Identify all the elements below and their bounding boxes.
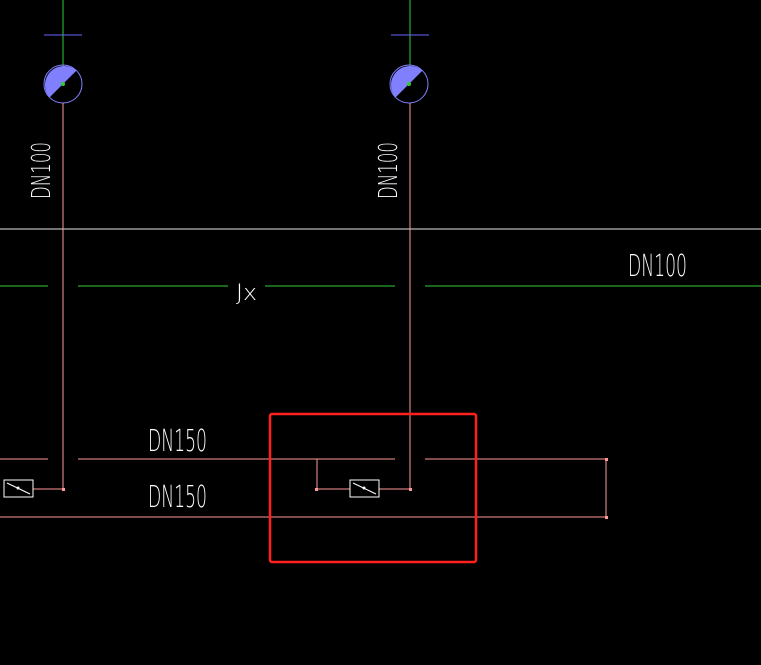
riser-right-size-label: DN100 [374,142,404,199]
right-valve-branch[interactable] [315,459,410,498]
main-size-label: DN100 [628,249,687,284]
highlight-box[interactable] [268,412,478,564]
riser-left[interactable] [43,0,83,491]
lower-pipe[interactable] [0,516,608,519]
left-valve-branch[interactable] [3,479,63,498]
valve-icon [3,479,34,498]
axis-label: Jx [236,281,257,306]
sprinkler-head-icon [43,64,83,104]
valve-icon [349,479,380,498]
lower-branch-size-label: DN150 [148,480,207,515]
sprinkler-head-icon [389,64,429,104]
upper-branch-size-label: DN150 [148,424,207,459]
riser-right[interactable] [389,0,429,491]
riser-left-size-label: DN100 [27,142,57,199]
upper-pipe[interactable] [0,458,608,461]
